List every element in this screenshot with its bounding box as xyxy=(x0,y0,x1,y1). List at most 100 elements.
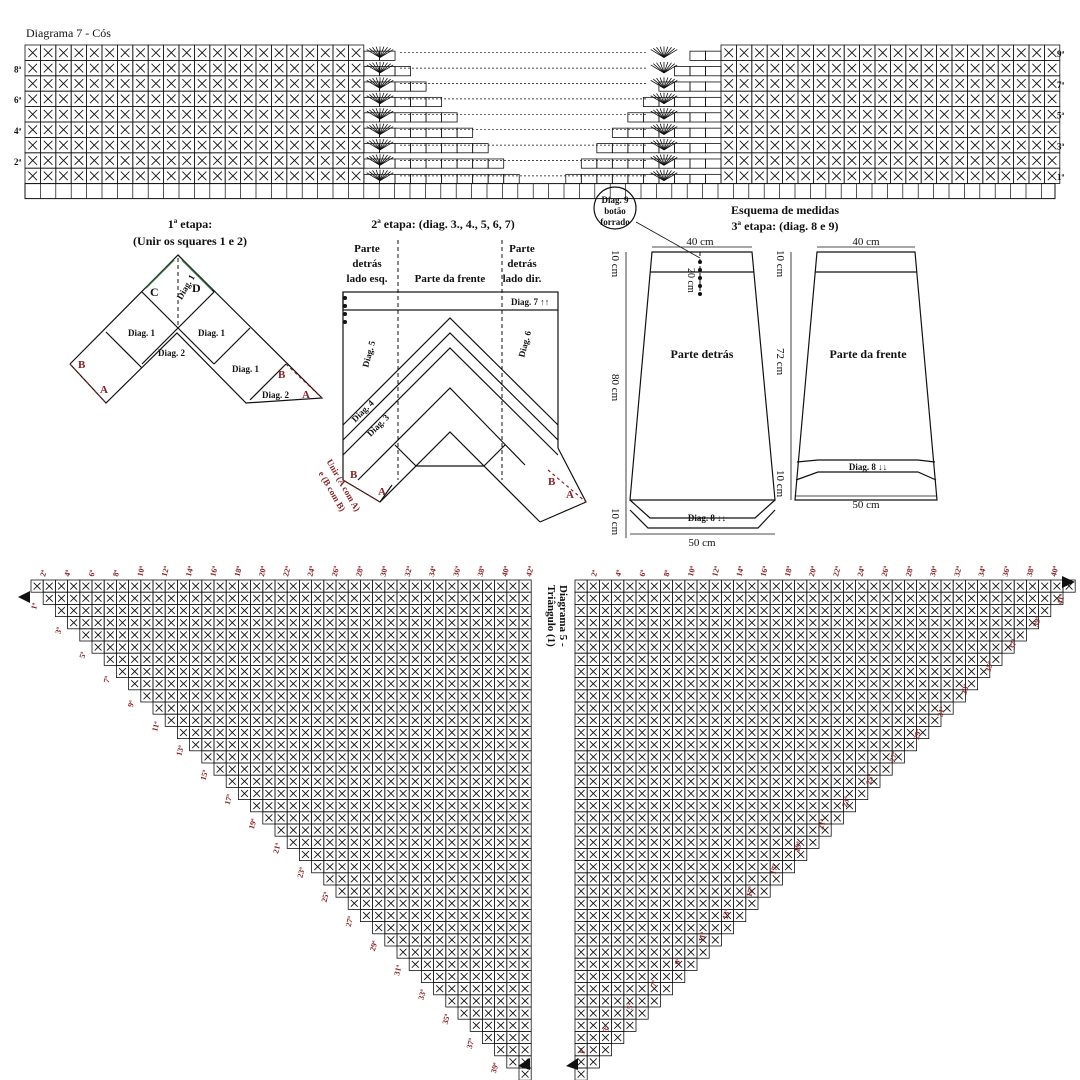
stitch-x-mark xyxy=(638,997,646,1005)
stitch-x-mark xyxy=(626,814,634,822)
stitch-x-mark xyxy=(748,606,756,615)
back-panel-side-bottom: 10 cm xyxy=(609,508,621,536)
stitch-x-mark xyxy=(448,923,456,932)
stitch-x-mark xyxy=(931,692,939,700)
stitch-x-mark xyxy=(870,777,878,786)
stitch-x-mark xyxy=(821,789,829,798)
stitch-x-mark xyxy=(601,1021,610,1030)
stitch-x-mark xyxy=(45,594,54,603)
stitch-x-mark xyxy=(338,679,346,688)
stitch-x-mark xyxy=(387,789,395,798)
stitch-x-mark xyxy=(577,862,585,871)
stitch-x-mark xyxy=(833,753,842,761)
stitch-x-mark xyxy=(613,972,622,981)
stitch-x-mark xyxy=(521,643,529,651)
stitch-x-mark xyxy=(509,875,517,883)
stitch-x-mark xyxy=(918,655,927,664)
stitch-x-mark xyxy=(772,582,781,590)
stitch-x-mark xyxy=(338,704,346,712)
back-panel-hem xyxy=(629,499,776,519)
stitch-x-mark xyxy=(613,692,622,700)
stitch-x-mark xyxy=(326,838,334,847)
stitch-x-mark xyxy=(305,171,315,181)
stitch-x-mark xyxy=(662,679,671,688)
stitch-x-mark xyxy=(43,125,53,135)
stitch-x-mark xyxy=(662,887,671,895)
stitch-x-mark xyxy=(387,936,395,944)
stitch-x-mark xyxy=(167,679,176,688)
stitch-x-mark xyxy=(857,777,866,786)
stitch-x-mark xyxy=(862,94,872,104)
stitch-x-mark xyxy=(182,63,192,73)
stitch-x-mark xyxy=(151,140,161,150)
stitch-x-mark xyxy=(650,875,659,883)
stitch-x-mark xyxy=(711,740,720,749)
stitch-x-mark xyxy=(878,125,888,135)
stitch-x-mark xyxy=(662,875,671,883)
stitch-x-mark xyxy=(399,716,407,725)
stitch-x-mark xyxy=(723,728,732,737)
stitch-x-mark xyxy=(1001,94,1011,104)
stitch-x-mark xyxy=(252,631,261,639)
stitch-x-mark xyxy=(155,692,163,700)
stitch-x-mark xyxy=(301,655,310,664)
stitch-x-mark xyxy=(155,631,163,639)
stitch-x-mark xyxy=(985,94,996,104)
stitch-x-mark xyxy=(894,618,903,627)
stitch-x-mark xyxy=(918,606,927,615)
stitch-x-mark xyxy=(69,582,78,590)
stitch-x-mark xyxy=(796,850,805,859)
stitch-x-mark xyxy=(484,1009,493,1017)
stitch-x-mark xyxy=(89,109,99,119)
stitch-x-mark xyxy=(197,48,207,58)
stitch-x-mark xyxy=(862,125,872,135)
stitch-x-mark xyxy=(387,838,395,847)
stitch-x-mark xyxy=(350,826,359,834)
stitch-x-mark xyxy=(601,911,610,920)
grid-cell xyxy=(487,158,505,169)
stitch-x-mark xyxy=(833,814,842,822)
stitch-x-mark xyxy=(191,692,200,700)
fan-stitch xyxy=(663,46,669,58)
stitch-x-mark xyxy=(460,972,468,981)
stitch-x-mark xyxy=(130,667,139,676)
stitch-x-mark xyxy=(821,765,829,773)
stitch-x-mark xyxy=(711,606,720,615)
stitch-x-mark xyxy=(496,777,505,786)
stitch-x-mark xyxy=(351,63,361,73)
stitch-x-mark xyxy=(918,667,927,676)
stitch-x-mark xyxy=(509,679,517,688)
stitch-x-mark xyxy=(796,643,805,651)
stitch-x-mark xyxy=(613,643,622,651)
stitch-x-mark xyxy=(411,740,420,749)
stitch-x-mark xyxy=(374,777,383,786)
stitch-x-mark xyxy=(577,606,585,615)
stitch-x-mark xyxy=(589,826,598,834)
stitch-x-mark xyxy=(613,716,622,725)
stitch-x-mark xyxy=(472,887,481,895)
stitch-x-mark xyxy=(448,655,456,664)
triangle-row-number: 19ª xyxy=(247,817,259,830)
stitch-x-mark xyxy=(943,704,951,712)
stitch-x-mark xyxy=(387,631,395,639)
stitch-x-mark xyxy=(985,78,996,89)
stitch-x-mark xyxy=(589,582,598,590)
stitch-x-mark xyxy=(589,887,598,895)
stitch-x-mark xyxy=(496,936,505,944)
stitch-x-mark xyxy=(28,48,38,58)
cos-grid xyxy=(24,44,1061,200)
stitch-x-mark xyxy=(374,655,383,664)
stitch-x-mark xyxy=(1032,63,1042,73)
fan-stitch xyxy=(663,170,672,181)
stitch-x-mark xyxy=(411,814,420,822)
stitch-x-mark xyxy=(906,643,915,651)
stitch-x-mark xyxy=(135,63,146,73)
stitch-x-mark xyxy=(277,814,285,822)
stitch-x-mark xyxy=(924,125,934,135)
stitch-x-mark xyxy=(577,1070,585,1078)
stitch-x-mark xyxy=(918,692,927,700)
stitch-x-mark xyxy=(167,594,176,603)
stitch-x-mark xyxy=(228,78,238,89)
stitch-x-mark xyxy=(484,631,493,639)
stitch-x-mark xyxy=(338,850,346,859)
